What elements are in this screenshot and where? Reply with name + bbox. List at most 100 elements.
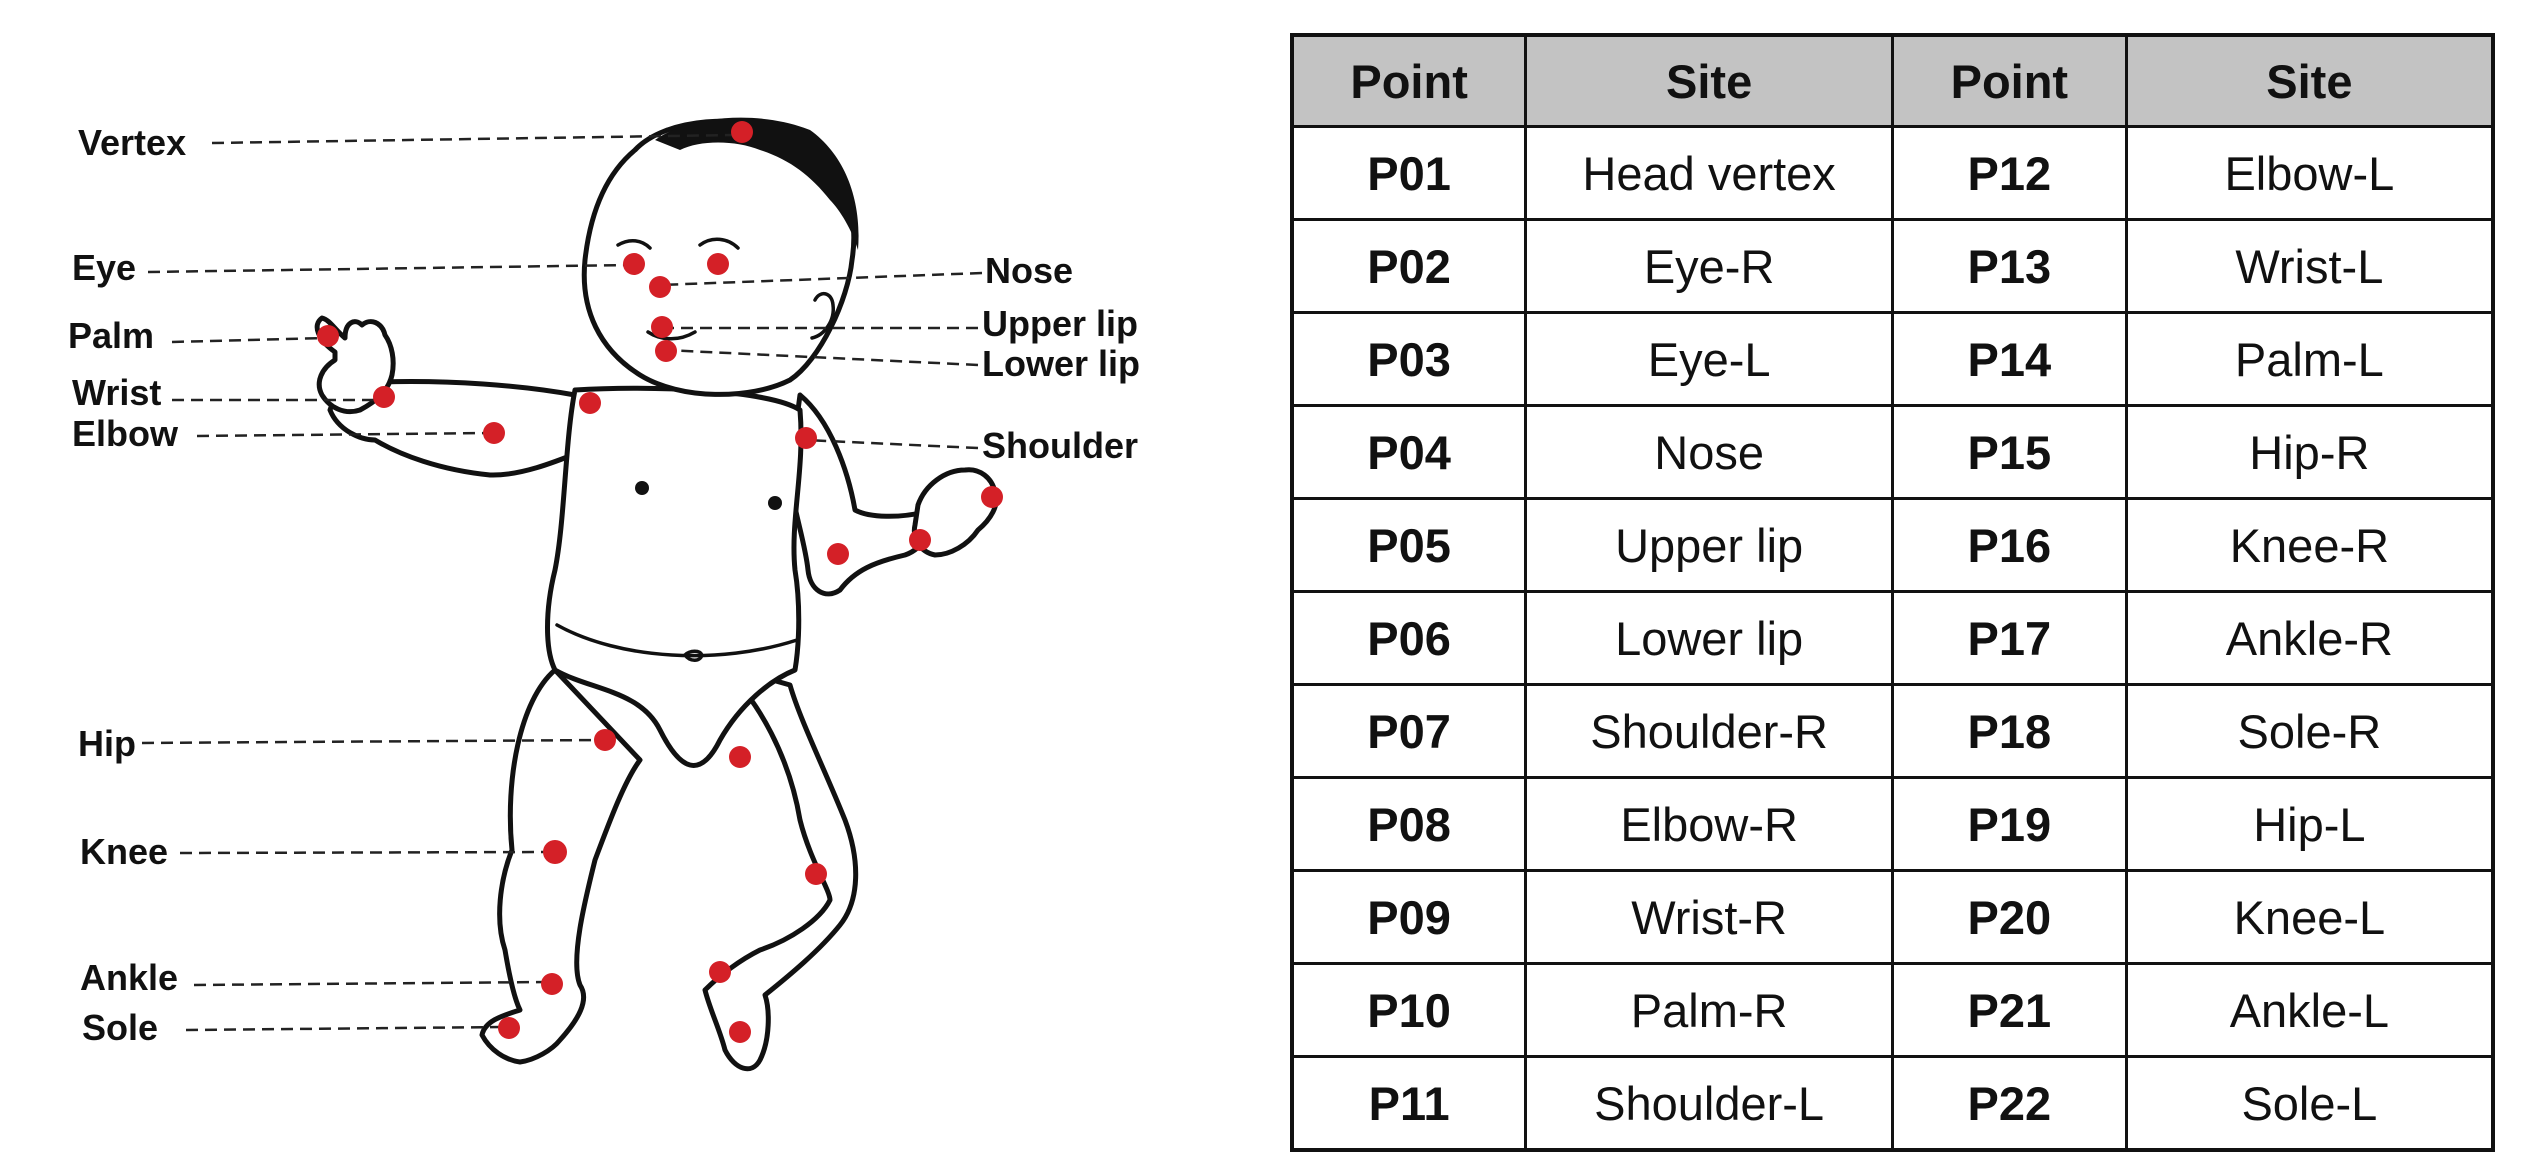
- cell-point: P11: [1290, 1055, 1528, 1152]
- leader-knee: [179, 850, 553, 855]
- marker-elbow-r: [483, 422, 505, 444]
- header-point-right: Point: [1890, 33, 2128, 128]
- cell-point: P06: [1290, 590, 1528, 686]
- cell-point: P04: [1290, 404, 1528, 500]
- cell-site: Sole-L: [2124, 1055, 2495, 1152]
- cell-point: P18: [1890, 683, 2128, 779]
- marker-palm-l: [981, 486, 1003, 508]
- marker-hip-l: [729, 746, 751, 768]
- marker-eye-l: [707, 253, 729, 275]
- cell-site: Palm-L: [2124, 311, 2495, 407]
- cell-site: Lower lip: [1524, 590, 1894, 686]
- marker-knee-r: [543, 840, 567, 864]
- hand-image-right: [911, 467, 999, 558]
- leader-lower-lip: [664, 348, 979, 367]
- label-vertex: Vertex: [78, 122, 186, 163]
- header-site-right: Site: [2124, 33, 2495, 128]
- cell-site: Wrist-R: [1524, 869, 1894, 965]
- label-elbow: Elbow: [72, 413, 179, 454]
- cell-point: P01: [1290, 125, 1528, 221]
- leader-eye: [147, 263, 631, 274]
- cell-point: P14: [1890, 311, 2128, 407]
- cell-site: Knee-L: [2124, 869, 2495, 965]
- cell-site: Knee-R: [2124, 497, 2495, 593]
- brow-right: [616, 239, 652, 250]
- marker-upper-lip: [651, 316, 673, 338]
- nipple-right: [635, 481, 649, 495]
- cell-site: Nose: [1524, 404, 1894, 500]
- label-eye: Eye: [72, 247, 136, 288]
- leg-image-right: [702, 662, 859, 1072]
- label-hip: Hip: [78, 723, 136, 764]
- label-lower-lip: Lower lip: [982, 343, 1140, 384]
- label-nose: Nose: [985, 250, 1073, 291]
- landmark-markers: [317, 121, 1003, 1043]
- leader-hip: [141, 738, 604, 745]
- label-wrist: Wrist: [72, 372, 161, 413]
- leg-image-left: [479, 667, 643, 1065]
- arm-image-left: [327, 379, 583, 478]
- nipple-left: [768, 496, 782, 510]
- marker-lower-lip: [655, 340, 677, 362]
- cell-site: Hip-R: [2124, 404, 2495, 500]
- cell-site: Palm-R: [1524, 962, 1894, 1058]
- cell-point: P15: [1890, 404, 2128, 500]
- marker-elbow-l: [827, 543, 849, 565]
- infant-body-diagram: Vertex Eye Palm Wrist Elbow Nose Upper l…: [68, 117, 1140, 1072]
- cell-point: P19: [1890, 776, 2128, 872]
- marker-wrist-l: [909, 529, 931, 551]
- leader-lines: [141, 133, 983, 1032]
- marker-shoulder-l: [795, 427, 817, 449]
- leader-elbow: [196, 431, 491, 438]
- cell-site: Hip-L: [2124, 776, 2495, 872]
- navel: [682, 649, 704, 662]
- cell-point: P21: [1890, 962, 2128, 1058]
- label-sole: Sole: [82, 1007, 158, 1048]
- cell-point: P22: [1890, 1055, 2128, 1152]
- cell-point: P07: [1290, 683, 1528, 779]
- torso: [545, 385, 804, 768]
- marker-sole-l: [729, 1021, 751, 1043]
- label-upper-lip: Upper lip: [982, 303, 1138, 344]
- hair: [655, 117, 859, 250]
- label-knee: Knee: [80, 831, 168, 872]
- leader-ankle: [193, 980, 549, 987]
- label-ankle: Ankle: [80, 957, 178, 998]
- cell-site: Elbow-R: [1524, 776, 1894, 872]
- infant-illustration: [314, 117, 999, 1072]
- marker-ankle-r: [541, 973, 563, 995]
- cell-site: Upper lip: [1524, 497, 1894, 593]
- cell-site: Elbow-L: [2124, 125, 2495, 221]
- cell-point: P16: [1890, 497, 2128, 593]
- brow-left: [698, 237, 740, 250]
- marker-knee-l: [805, 863, 827, 885]
- mouth: [646, 330, 697, 341]
- leader-vertex: [211, 133, 736, 145]
- cell-point: P10: [1290, 962, 1528, 1058]
- cell-site: Shoulder-R: [1524, 683, 1894, 779]
- marker-head-vertex: [731, 121, 753, 143]
- cell-point: P03: [1290, 311, 1528, 407]
- header-site-left: Site: [1524, 33, 1894, 128]
- cell-point: P08: [1290, 776, 1528, 872]
- marker-hip-r: [594, 729, 616, 751]
- leader-shoulder: [804, 438, 979, 450]
- point-labels: Vertex Eye Palm Wrist Elbow Nose Upper l…: [68, 122, 1140, 1048]
- cell-site: Wrist-L: [2124, 218, 2495, 314]
- arm-image-right: [787, 392, 930, 597]
- cell-site: Eye-L: [1524, 311, 1894, 407]
- leader-nose: [659, 271, 983, 287]
- marker-ankle-l: [709, 961, 731, 983]
